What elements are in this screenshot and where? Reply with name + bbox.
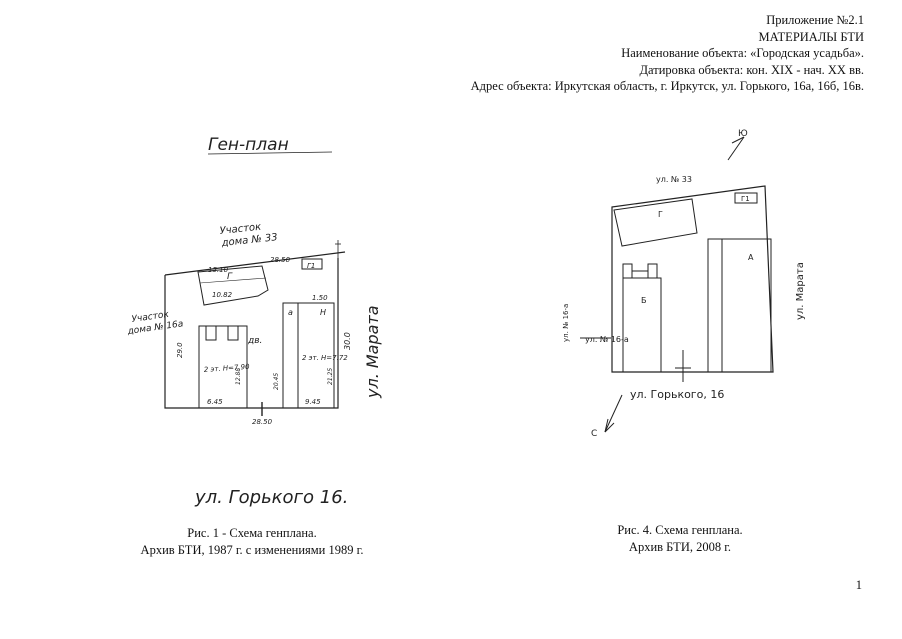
svg-text:9.45: 9.45 [305, 398, 321, 406]
svg-text:2 эт. Н=7.72: 2 эт. Н=7.72 [302, 354, 348, 362]
svg-text:6.45: 6.45 [207, 398, 223, 406]
fig4-street-bottom: ул. Горького, 16 [630, 388, 724, 401]
fig1-neighbor-top-1: Участок [219, 222, 262, 237]
svg-text:Б: Б [641, 296, 647, 305]
fig1-street-right: ул. Марата [363, 305, 382, 399]
svg-text:ул. № 16-а: ул. № 16-а [585, 335, 629, 344]
fig1-building-g [197, 265, 269, 306]
svg-text:2 эт. Н=7.90: 2 эт. Н=7.90 [204, 363, 251, 374]
north-label: Ю [738, 129, 748, 139]
svg-text:Н: Н [320, 308, 326, 317]
svg-text:30.0: 30.0 [343, 332, 352, 350]
svg-text:29.0: 29.0 [176, 342, 184, 358]
fig1-lot-outline [164, 258, 339, 409]
fig1-yard-label: дв. [247, 336, 262, 346]
fig4-building-g [613, 198, 698, 247]
page-number: 1 [855, 578, 862, 592]
fig4-building-b [622, 277, 662, 373]
svg-text:28.50: 28.50 [252, 418, 273, 426]
north-arrow [727, 136, 745, 161]
fig1-building-a [297, 302, 335, 409]
fig4-street-right: ул. Марата [795, 262, 806, 320]
appendix-number: Приложение №2.1 [766, 13, 864, 27]
fig4-building-a [707, 238, 772, 373]
document-header: Приложение №2.1 МАТЕРИАЛЫ БТИ Наименован… [471, 12, 864, 95]
svg-text:А: А [748, 253, 754, 262]
object-name: Наименование объекта: «Городская усадьба… [621, 46, 864, 60]
svg-text:20.45: 20.45 [273, 373, 280, 390]
figure-4-site-plan: Ю ул. № 33 Г Г1 А Б ул. № 16-а ул. № 16-… [562, 129, 806, 439]
fig1-building-b [198, 325, 248, 409]
figure-1-site-plan: Ген-план Участок дома № 33 Участок дома … [126, 135, 382, 508]
svg-text:12.88: 12.88 [235, 368, 242, 385]
fig1-building-a-small [282, 302, 299, 409]
svg-text:ул. № 16-а: ул. № 16-а [562, 304, 570, 342]
svg-text:1.50: 1.50 [312, 294, 328, 302]
svg-text:21.25: 21.25 [327, 368, 334, 385]
fig4-lot-outline [611, 185, 774, 373]
svg-text:10.82: 10.82 [212, 291, 233, 299]
svg-text:28.50: 28.50 [270, 256, 291, 264]
fig1-building-g1 [301, 258, 323, 270]
svg-text:15.10: 15.10 [208, 266, 229, 274]
svg-text:Г: Г [658, 210, 663, 219]
section-title: МАТЕРИАЛЫ БТИ [758, 29, 865, 44]
fig1-title: Ген-план [208, 135, 289, 155]
fig4-neighbor-top: ул. № 33 [656, 175, 692, 184]
figure-4-caption: Рис. 4. Схема генплана. Архив БТИ, 2008 … [617, 523, 743, 554]
fig1-street-bottom: ул. Горького 16. [194, 487, 348, 508]
south-label: С [591, 429, 597, 439]
svg-text:а: а [288, 308, 293, 317]
figure-1-caption: Рис. 1 - Схема генплана. Архив БТИ, 1987… [140, 526, 364, 557]
fig1-top-boundary [164, 251, 346, 276]
svg-text:Г1: Г1 [741, 195, 750, 203]
svg-text:Г1: Г1 [307, 262, 315, 270]
object-address: Адрес объекта: Иркутская область, г. Ирк… [470, 79, 864, 93]
object-dating: Датировка объекта: кон. XIX - нач. XX вв… [639, 62, 864, 77]
svg-text:Г: Г [227, 272, 233, 282]
fig4-building-g1 [734, 192, 758, 204]
south-arrow [604, 394, 623, 433]
